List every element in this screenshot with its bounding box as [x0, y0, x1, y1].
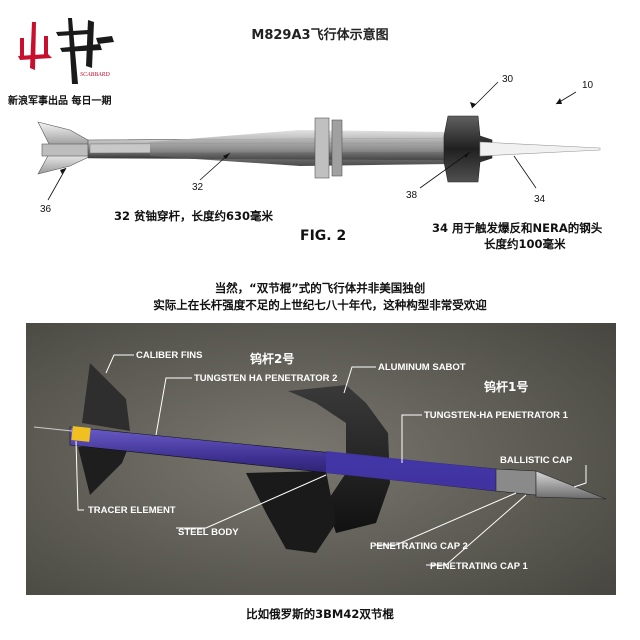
- tail-section: [41, 143, 93, 157]
- leader-tungsten2: [155, 377, 192, 436]
- footer-caption: 比如俄罗斯的3BM42双节棍: [246, 607, 394, 621]
- leader-ballistic-cap: [573, 465, 587, 488]
- ref-10: 10: [582, 80, 594, 91]
- caliber-fin-lower: [78, 443, 130, 495]
- sabot-band-rear2: [331, 119, 343, 177]
- caliber-fin-upper: [82, 363, 130, 431]
- leader-caliber-fins: [105, 354, 134, 374]
- aluminum-sabot: [288, 385, 390, 533]
- leader-38: [419, 151, 471, 189]
- penetrator-1-segment: [326, 451, 496, 491]
- sabot-lower-segment: [246, 471, 336, 553]
- ballistic-cap: [535, 470, 607, 500]
- label-cn-rod2: 钨杆2号: [250, 351, 294, 366]
- leader-aluminum-sabot: [343, 366, 376, 394]
- label-cn-rod1: 钨杆1号: [484, 379, 528, 394]
- ref-32: 32: [192, 182, 204, 193]
- label-caliber-fins: CALIBER FINS: [136, 350, 203, 361]
- tracer-element: [71, 426, 91, 442]
- leader-30: [471, 81, 499, 109]
- rod-taper: [150, 130, 470, 166]
- page-title: M829A3飞行体示意图: [251, 28, 389, 43]
- label-pen-cap1: PENETRATING CAP 1: [430, 561, 529, 572]
- ref-38: 38: [406, 190, 418, 201]
- brush-logo-mark: [18, 18, 114, 84]
- mid-text-line1: 当然，“双节棍”式的飞行体并非美国独创: [214, 281, 426, 295]
- caption-34-line1: 34 用于触发爆反和NERA的钢头: [432, 221, 603, 235]
- fig-label: FIG. 2: [300, 228, 347, 244]
- label-steel-body: STEEL BODY: [178, 527, 239, 538]
- label-tungsten1: TUNGSTEN-HA PENETRATOR 1: [424, 410, 569, 421]
- label-pen-cap2: PENETRATING CAP 2: [370, 541, 468, 552]
- label-ballistic-cap: BALLISTIC CAP: [500, 455, 573, 466]
- sabot-band-rear: [314, 117, 330, 179]
- ref-30: 30: [502, 74, 514, 85]
- leader-tracer: [75, 440, 84, 511]
- ref-34: 34: [534, 194, 546, 205]
- tail-antenna: [33, 426, 73, 432]
- caption-32: 32 贫铀穿杆，长度约630毫米: [114, 209, 274, 223]
- sabot-30: [443, 115, 493, 183]
- leader-pen-cap2: [376, 492, 517, 546]
- steel-tip-34: [479, 141, 601, 157]
- ref-36: 36: [40, 204, 52, 215]
- caption-34-line2: 长度约100毫米: [484, 237, 566, 251]
- leader-34: [513, 155, 537, 189]
- label-aluminum-sabot: ALUMINUM SABOT: [378, 362, 466, 373]
- leader-36: [47, 167, 67, 201]
- leader-steel-body: [176, 474, 327, 529]
- leader-tungsten1: [401, 414, 422, 463]
- penetrating-cap: [495, 468, 537, 496]
- brand-subtitle: 新浪军事出品 每日一期: [8, 96, 112, 107]
- patent-drawing: [37, 81, 601, 201]
- mid-text-line2: 实际上在长杆强度不足的上世纪七八十年代，这种构型非常受欢迎: [153, 298, 487, 312]
- brand-logo: SCABBARD: [18, 18, 114, 84]
- tail-fin-upper: [37, 121, 97, 147]
- logo-small-text: SCABBARD: [80, 72, 110, 78]
- leader-pen-cap1: [426, 494, 527, 566]
- label-tungsten2: TUNGSTEN HA PENETRATOR 2: [194, 373, 337, 384]
- label-tracer: TRACER ELEMENT: [88, 505, 176, 516]
- cutaway-panel: CALIBER FINS TUNGSTEN HA PENETRATOR 2 AL…: [26, 323, 616, 595]
